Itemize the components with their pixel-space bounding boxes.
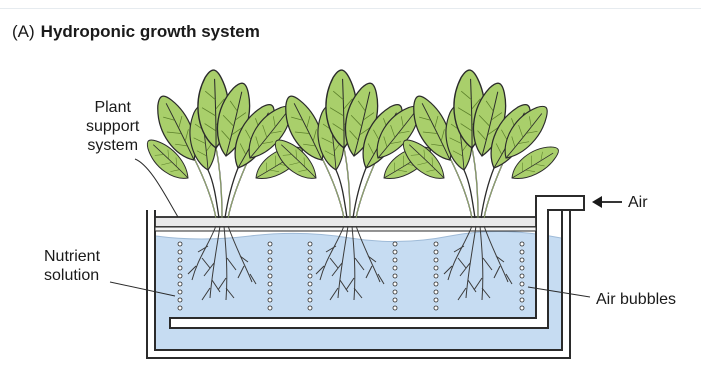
label-plant-support-line-3: system <box>86 136 139 155</box>
bubble-column-6 <box>520 242 524 310</box>
plant-support-system <box>155 217 536 227</box>
bubble-column-2 <box>268 242 272 310</box>
label-plant-support-system: Plant support system <box>86 98 139 155</box>
label-plant-support-line-2: support <box>86 117 139 136</box>
bubble-column-4 <box>393 242 397 310</box>
bubble-column-3 <box>308 242 312 310</box>
bubble-column-5 <box>434 242 438 310</box>
label-nutrient-line-1: Nutrient <box>44 247 100 266</box>
label-nutrient-line-2: solution <box>44 266 100 285</box>
air-arrow-head <box>592 196 602 208</box>
label-air: Air <box>628 193 648 212</box>
tank-wall-fill-left <box>148 210 154 357</box>
label-plant-support-line-1: Plant <box>86 98 139 117</box>
label-air-bubbles: Air bubbles <box>596 290 676 309</box>
bubble-column-1 <box>178 242 182 310</box>
label-nutrient-solution: Nutrient solution <box>44 247 100 285</box>
